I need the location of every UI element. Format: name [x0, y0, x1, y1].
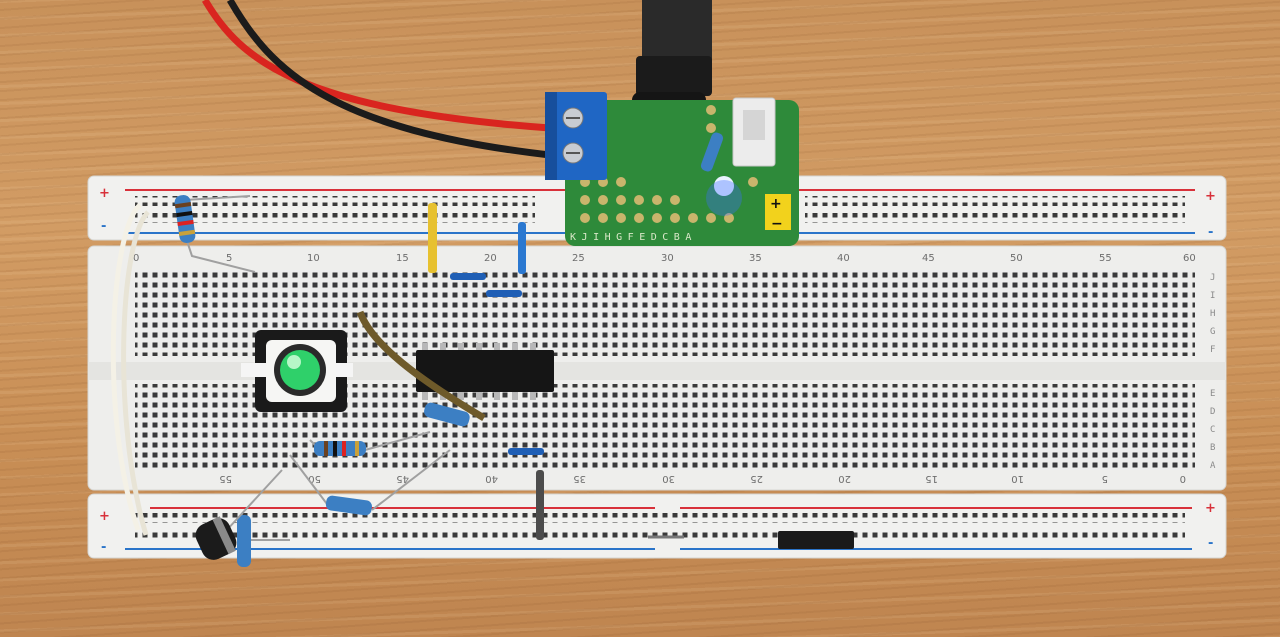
col-number: 20	[484, 253, 497, 264]
col-number: 45	[922, 253, 935, 264]
resistor-icon	[309, 431, 431, 456]
led-icon	[714, 176, 734, 196]
col-number: 15	[396, 253, 409, 264]
col-number: 20	[838, 473, 851, 484]
col-number: 40	[837, 253, 850, 264]
row-letter: C	[1210, 425, 1215, 435]
col-number: 55	[1099, 253, 1112, 264]
col-number: 60	[1183, 253, 1196, 264]
bottom-rail-minus-left: -	[101, 540, 106, 555]
resistor-icon	[174, 195, 256, 273]
bottom-column-numbers: 55 50 45 40 35 30 25 20 15 10 5 0	[219, 473, 1186, 484]
resistor-icon	[237, 515, 290, 567]
col-number: 10	[307, 253, 320, 264]
pin-header	[778, 531, 854, 549]
col-number: 30	[661, 253, 674, 264]
col-number: 35	[573, 473, 586, 484]
bottom-rail-plus-left: +	[99, 509, 110, 524]
ic-chip-icon	[416, 343, 554, 400]
pcb-pin-letter: C	[662, 232, 674, 243]
pcb-pin-letter: I	[593, 232, 605, 243]
row-letter: E	[1210, 389, 1215, 399]
main-terminal-area: 0 5 10 15 20 25 30 35 40 45 50 55 60 55 …	[87, 245, 1227, 491]
pcb-pin-letter: H	[605, 232, 617, 243]
power-pcb: KJIHGFEDCBA + −	[565, 97, 799, 246]
gray-jumper	[536, 470, 544, 540]
row-letter: F	[1210, 345, 1215, 355]
screw-terminal-icon	[545, 92, 607, 180]
row-letter: H	[1210, 309, 1215, 319]
blue-jumper	[508, 448, 544, 455]
col-number: 50	[308, 473, 321, 484]
yellow-jumper	[428, 203, 437, 273]
pcb-pin-letter: D	[651, 232, 663, 243]
top-rail-plus-right: +	[1205, 189, 1216, 204]
col-number: 15	[925, 473, 938, 484]
capacitor-icon	[195, 469, 283, 560]
blue-jumper	[486, 290, 522, 297]
top-rail-minus-left: -	[101, 219, 106, 234]
pcb-pin-letter: B	[674, 232, 686, 243]
svg-text:KJIHGFEDCBA: KJIHGFEDCBA	[570, 232, 697, 243]
white-jumper-wires	[110, 203, 150, 536]
row-letter: I	[1210, 291, 1215, 301]
row-letter: J	[1210, 273, 1215, 283]
col-number: 25	[750, 473, 763, 484]
pcb-pin-letter: E	[639, 232, 651, 243]
top-rail-plus-left: +	[99, 186, 110, 201]
col-number: 10	[1011, 473, 1024, 484]
col-number: 35	[749, 253, 762, 264]
col-number: 40	[485, 473, 498, 484]
col-number: 5	[226, 253, 232, 264]
pcb-plus-label: +	[770, 196, 782, 212]
blue-jumper	[518, 222, 526, 274]
pcb-pin-letter: J	[582, 232, 594, 243]
top-column-numbers: 0 5 10 15 20 25 30 35 40 45 50 55 60	[133, 253, 1196, 264]
row-letter: D	[1210, 407, 1215, 417]
col-number: 25	[572, 253, 585, 264]
pcb-pin-letter: A	[685, 232, 697, 243]
col-number: 0	[133, 253, 139, 264]
col-number: 5	[1102, 473, 1108, 484]
row-letter: A	[1210, 461, 1216, 471]
row-letter: B	[1210, 443, 1215, 453]
power-cables	[201, 0, 551, 159]
pcb-pin-letter: G	[616, 232, 628, 243]
push-button-icon	[241, 330, 353, 412]
row-letter: G	[1210, 327, 1215, 337]
col-number: 0	[1180, 473, 1186, 484]
col-number: 45	[396, 473, 409, 484]
bottom-rail-minus-right: -	[1208, 536, 1213, 551]
resistor-icon	[424, 402, 470, 427]
pcb-pin-letter: K	[570, 232, 582, 243]
top-rail-minus-right: -	[1208, 225, 1213, 240]
row-letters-right: J I H G F E D C B A	[1210, 273, 1216, 471]
blue-jumper	[450, 273, 486, 280]
pcb-pin-letter: F	[628, 232, 640, 243]
resistor-icon	[289, 449, 451, 516]
olive-jumper	[356, 310, 486, 422]
bottom-rail-plus-right: +	[1205, 501, 1216, 516]
bottom-power-rail: + + - -	[87, 493, 1227, 559]
col-number: 55	[219, 473, 232, 484]
col-number: 50	[1010, 253, 1023, 264]
pcb-minus-label: −	[771, 216, 783, 232]
col-number: 30	[662, 473, 675, 484]
